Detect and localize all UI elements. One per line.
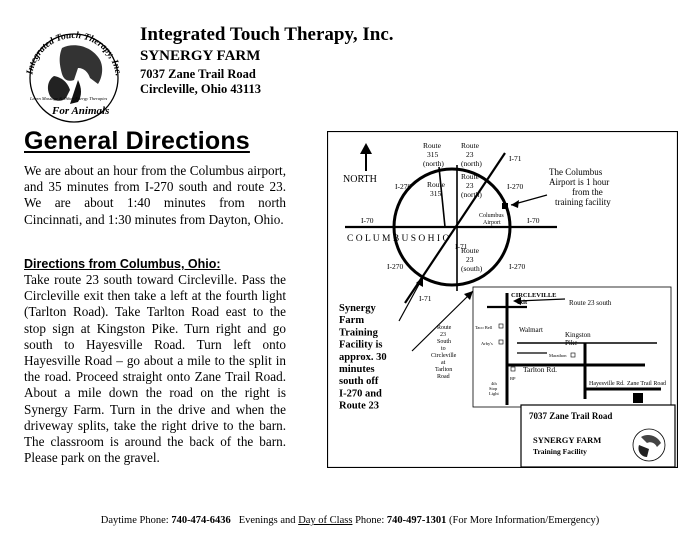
airport-marker [502, 203, 508, 209]
tarlton-rd-label: Tarlton Rd. [523, 365, 557, 374]
logo-tagline: Learn Massage & Other Energy Therapies [29, 96, 107, 101]
north-label: NORTH [343, 174, 377, 185]
intro-paragraph: We are about an hour from the Columbus a… [24, 163, 286, 227]
address: 7037 Zane Trail Road Circleville, Ohio 4… [140, 67, 261, 97]
page-title: General Directions [24, 127, 250, 155]
phone-label: Phone: [355, 515, 385, 526]
evenings-label: Evenings and [238, 515, 296, 526]
org-name: Integrated Touch Therapy, Inc. [140, 24, 394, 45]
card-logo [632, 428, 666, 462]
i71-mid-label: I-71 [455, 242, 468, 251]
columbus-ohio-label: C O L U M B U S O H I O [347, 234, 449, 244]
i270-ne-label: I-270 [507, 182, 523, 191]
card-facility: Training Facility [533, 447, 587, 456]
walmart-label: Walmart [519, 326, 543, 334]
card-farm: SYNERGY FARM [533, 435, 601, 445]
address-line1: 7037 Zane Trail Road [140, 67, 256, 81]
taco-bell-label: Taco Bell [475, 325, 493, 330]
zane-trail-road-label: Zane Trail Road [627, 381, 666, 387]
daytime-label: Daytime Phone: [100, 515, 169, 526]
farm-marker [633, 393, 643, 403]
footer-note: (For More Information/Emergency) [448, 515, 600, 526]
hayesville-rd-label: Hayesville Rd. [589, 381, 625, 387]
directions-paragraph: Take route 23 south toward Circleville. … [24, 272, 286, 466]
marathon-label: Marathon [549, 353, 567, 358]
directions-heading: Directions from Columbus, Ohio: [24, 257, 221, 271]
route23-south-inset-label: Route 23 south [569, 299, 612, 307]
daytime-phone: 740-474-6436 [171, 515, 231, 526]
i70-west-label: I-70 [361, 216, 374, 225]
company-logo: Integrated Touch Therapy, Inc. For Anima… [18, 18, 130, 130]
directions-map: NORTH I-70 I-70 C O L U M B U S O H I O … [326, 130, 679, 469]
i71-north-label: I-71 [509, 154, 522, 163]
day-of-class: Day of Class [298, 515, 353, 526]
bp-label: BP [510, 376, 516, 381]
farm-name: SYNERGY FARM [140, 48, 261, 64]
i270-sw-label: I-270 [387, 262, 403, 271]
north-arrow-icon [360, 143, 372, 171]
i270-nw-label: I-270 [395, 182, 411, 191]
arbys-label: Arby's [481, 341, 493, 346]
card-address: 7037 Zane Trail Road [529, 411, 612, 421]
i270-se-label: I-270 [509, 262, 525, 271]
footer-contact: Daytime Phone: 740-474-6436 Evenings and… [0, 515, 700, 526]
evening-phone: 740-497-1301 [386, 515, 447, 526]
i70-east-label: I-70 [527, 216, 540, 225]
i71-south-label: I-71 [419, 294, 432, 303]
address-line2: Circleville, Ohio 43113 [140, 82, 261, 96]
logo-arc-bottom: For Animals [51, 105, 109, 117]
